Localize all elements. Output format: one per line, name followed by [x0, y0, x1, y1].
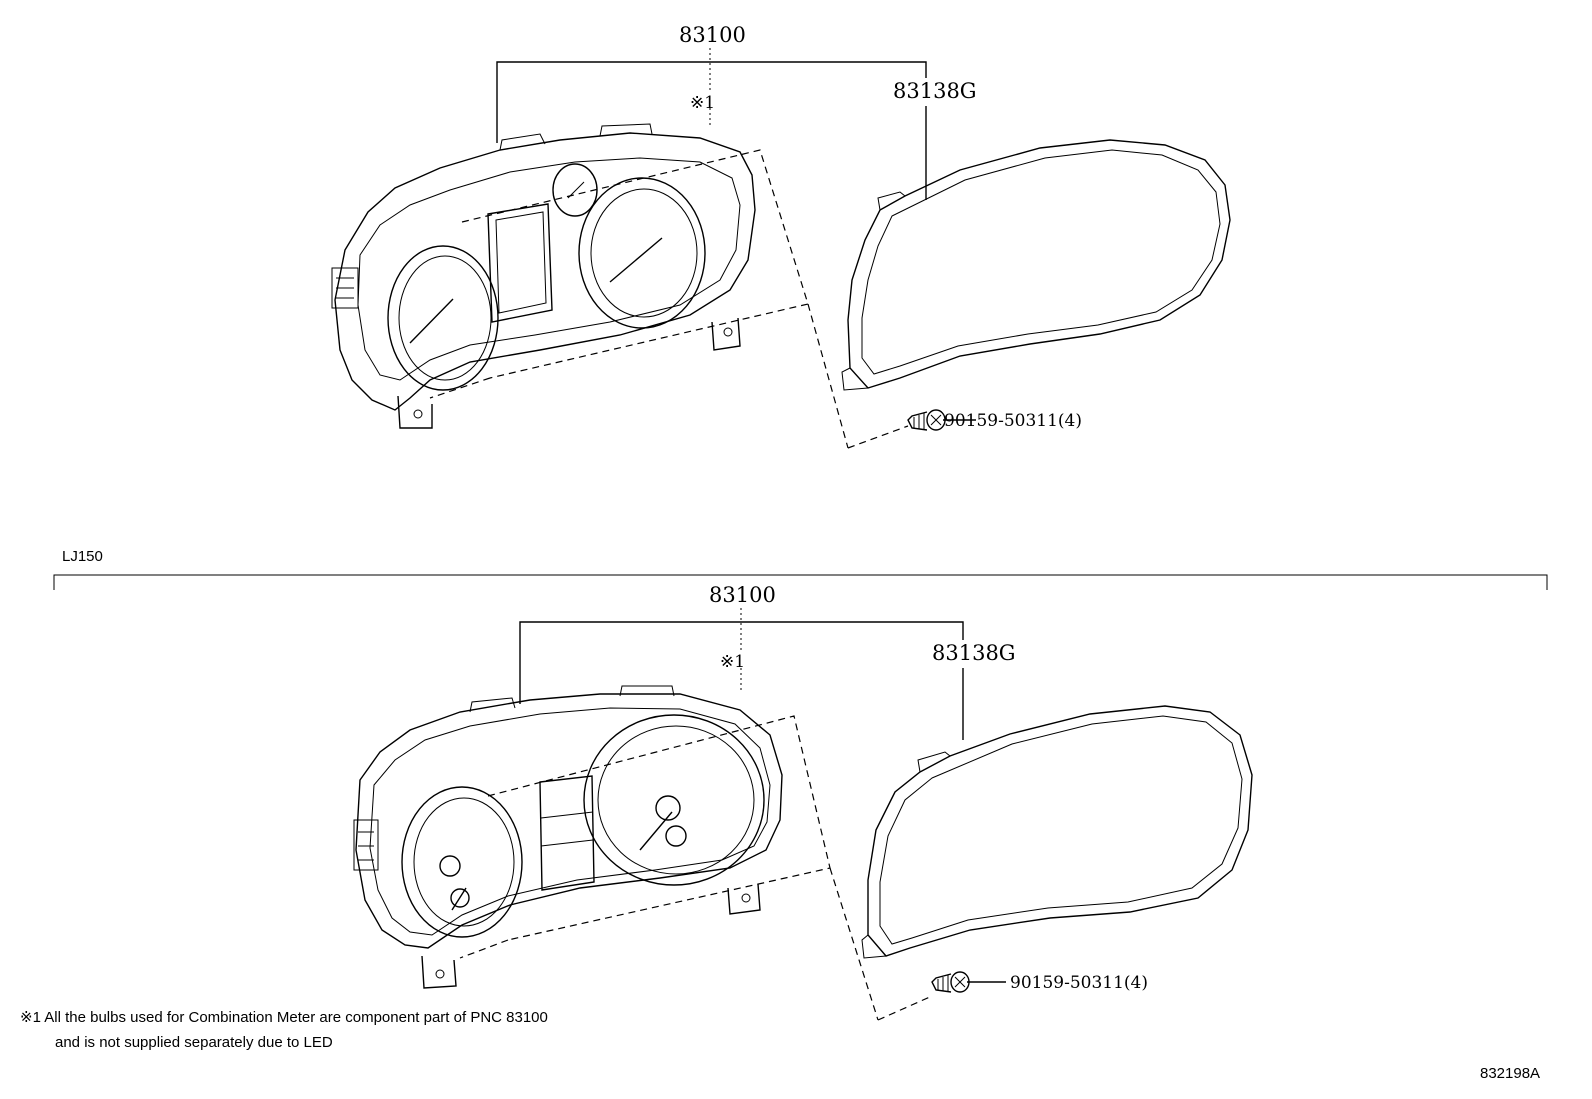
- variant-assembly-label: 83100: [709, 583, 776, 607]
- variant-right-gauge-icon: [583, 714, 765, 886]
- top-assembly-label: 83100: [679, 23, 746, 47]
- top-combination-meter: [331, 123, 756, 429]
- variant-screw-label: 90159-50311(4): [1010, 973, 1148, 993]
- variant-bracket: [53, 574, 1548, 590]
- top-tachometer-icon: [387, 245, 499, 391]
- footnote-line-2: and is not supplied separately due to LE…: [55, 1034, 333, 1051]
- top-group: 83100 ※1 83138G 90159-50311(4): [331, 23, 1231, 449]
- top-small-gauge-icon: [552, 163, 598, 217]
- variant-group: LJ150 83100 ※1 83138G 90159-50311(4): [53, 548, 1548, 1021]
- illustration-id: 832198A: [1480, 1065, 1540, 1082]
- variant-combination-meter: [353, 685, 783, 989]
- variant-lens-cover: [861, 705, 1253, 959]
- footnote-line-1: ※1 All the bulbs used for Combination Me…: [20, 1009, 548, 1026]
- variant-lens-label: 83138G: [932, 641, 1016, 665]
- top-lens-label: 83138G: [893, 79, 977, 103]
- top-speedometer-icon: [578, 177, 706, 329]
- variant-exploded-outline: [459, 715, 933, 1021]
- variant-info-display: [539, 775, 595, 891]
- variant-leader-lines: [519, 608, 1006, 983]
- top-screw-label: 90159-50311(4): [944, 411, 1082, 431]
- top-screw-icon: [907, 409, 946, 431]
- variant-screw-icon: [931, 971, 970, 993]
- top-leader-lines: [496, 48, 976, 421]
- top-exploded-outline: [429, 149, 909, 449]
- variant-note-mark: ※1: [720, 652, 745, 672]
- variant-left-gauge-icon: [401, 786, 523, 938]
- footnote: ※1 All the bulbs used for Combination Me…: [20, 1009, 548, 1051]
- variant-label: LJ150: [62, 548, 103, 565]
- top-lens-cover: [841, 139, 1231, 391]
- top-note-mark: ※1: [690, 93, 715, 113]
- top-info-display: [487, 203, 553, 323]
